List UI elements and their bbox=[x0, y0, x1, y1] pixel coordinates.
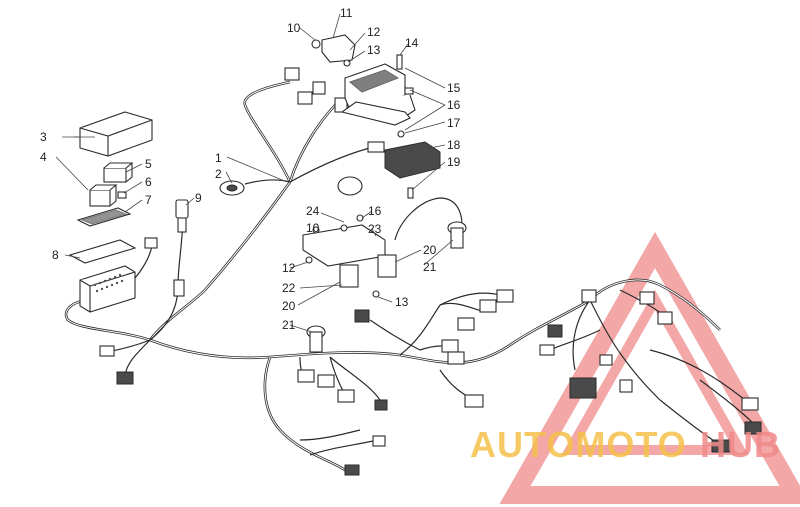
label-4: 4 bbox=[40, 150, 47, 164]
label-16-top: 16 bbox=[447, 98, 461, 112]
label-10-center: 10 bbox=[306, 221, 320, 235]
label-12-center: 12 bbox=[282, 261, 296, 275]
main-harness bbox=[64, 80, 756, 472]
label-15: 15 bbox=[447, 81, 461, 95]
label-21-left: 21 bbox=[282, 318, 296, 332]
speed-sensors bbox=[306, 221, 467, 353]
label-2: 2 bbox=[215, 167, 222, 181]
harness-clip bbox=[219, 180, 245, 196]
label-11: 11 bbox=[340, 6, 353, 20]
label-13-center: 13 bbox=[395, 295, 409, 309]
label-13-top: 13 bbox=[367, 43, 381, 57]
fuse-board bbox=[76, 207, 132, 227]
watermark-text-primary: AUTOMOTO bbox=[470, 424, 687, 465]
label-17: 17 bbox=[447, 116, 461, 130]
relay-mini bbox=[103, 162, 134, 183]
label-18: 18 bbox=[447, 138, 461, 152]
watermark-logo bbox=[499, 231, 800, 504]
label-21-right: 21 bbox=[423, 260, 437, 274]
label-20-left: 20 bbox=[282, 299, 296, 313]
fuse-box-cover bbox=[74, 111, 153, 157]
ecu-hardware bbox=[340, 87, 414, 138]
fuse-small bbox=[117, 191, 127, 199]
label-16-center: 16 bbox=[368, 204, 382, 218]
label-9: 9 bbox=[195, 191, 202, 205]
watermark-text: AUTOMOTO HUB bbox=[470, 424, 781, 465]
sensor-bracket bbox=[302, 214, 397, 298]
label-5: 5 bbox=[145, 157, 152, 171]
label-8: 8 bbox=[52, 248, 59, 262]
label-7: 7 bbox=[145, 193, 152, 207]
label-6: 6 bbox=[145, 175, 152, 189]
label-20-right: 20 bbox=[423, 243, 437, 257]
label-3: 3 bbox=[40, 130, 47, 144]
top-connectors bbox=[284, 67, 348, 113]
watermark-text-secondary: HUB bbox=[700, 424, 781, 465]
label-23: 23 bbox=[368, 222, 382, 236]
oxygen-sensor bbox=[173, 199, 189, 297]
label-19: 19 bbox=[447, 155, 461, 169]
part-labels: 10 11 12 13 14 15 16 17 18 19 1 2 3 4 5 … bbox=[40, 6, 461, 332]
leader-lines bbox=[55, 13, 454, 333]
relay-large bbox=[89, 184, 118, 207]
mounting-bracket bbox=[311, 34, 356, 67]
label-22: 22 bbox=[282, 281, 296, 295]
label-12-top: 12 bbox=[367, 25, 381, 39]
band-clamp bbox=[337, 176, 363, 196]
harness-connectors bbox=[99, 289, 762, 476]
label-24: 24 bbox=[306, 204, 320, 218]
voltage-regulator bbox=[367, 141, 441, 199]
fuse-box-base bbox=[68, 237, 158, 313]
label-10-top: 10 bbox=[287, 21, 301, 35]
label-14: 14 bbox=[405, 36, 419, 50]
label-1: 1 bbox=[215, 151, 222, 165]
